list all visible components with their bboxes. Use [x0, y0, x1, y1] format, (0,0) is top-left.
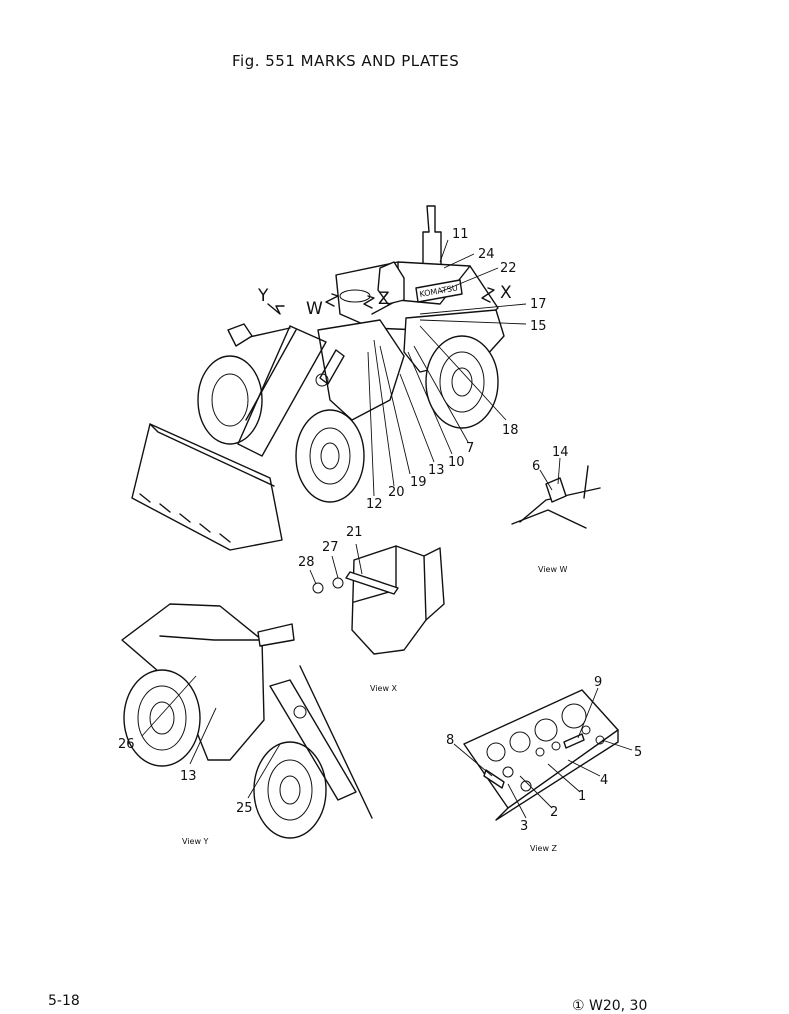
view-letter-x: X [500, 283, 512, 303]
view-w-caption: View W [538, 565, 568, 574]
callout-9: 9 [594, 675, 602, 690]
callout-19: 19 [410, 475, 427, 490]
callout-6: 6 [532, 459, 540, 474]
callout-26: 26 [118, 737, 135, 752]
callout-8: 8 [446, 733, 454, 748]
callout-7: 7 [466, 441, 474, 456]
view-w-detail [511, 457, 601, 529]
view-arrow-z [363, 295, 375, 309]
callout-14: 14 [552, 445, 569, 460]
view-letter-w: W [306, 299, 323, 319]
callout-22: 22 [500, 261, 517, 276]
view-y-caption: View Y [182, 837, 209, 846]
callout-28: 28 [298, 555, 315, 570]
callout-15: 15 [530, 319, 547, 334]
callout-21: 21 [346, 525, 363, 540]
callout-13: 13 [428, 463, 445, 478]
view-arrow-y [267, 303, 285, 315]
callout-5: 5 [634, 745, 642, 760]
callout-1: 1 [578, 789, 586, 804]
callout-20: 20 [388, 485, 405, 500]
view-arrow-w [325, 293, 339, 307]
callout-18: 18 [502, 423, 519, 438]
callout-13-y: 13 [180, 769, 197, 784]
callout-12: 12 [366, 497, 383, 512]
view-z-detail [453, 687, 633, 821]
callout-27: 27 [322, 540, 339, 555]
view-letter-z: Z [378, 289, 390, 309]
wheel-loader-main: KOMATSU [131, 205, 505, 551]
figure-title: Fig. 551 MARKS AND PLATES [232, 52, 459, 70]
callout-4: 4 [600, 773, 608, 788]
callout-17: 17 [530, 297, 547, 312]
view-x-caption: View X [370, 684, 398, 693]
page-number: 5-18 [48, 993, 80, 1009]
callout-25: 25 [236, 801, 253, 816]
view-letter-y: Y [257, 286, 269, 306]
view-y-detail [121, 603, 373, 839]
callout-3: 3 [520, 819, 528, 834]
callout-2: 2 [550, 805, 558, 820]
main-leader-lines [367, 239, 527, 497]
view-x-detail [309, 543, 445, 655]
callout-11: 11 [452, 227, 469, 242]
model-reference: ① W20, 30 [572, 998, 647, 1014]
view-z-caption: View Z [530, 844, 558, 853]
callout-24: 24 [478, 247, 495, 262]
callout-10: 10 [448, 455, 465, 470]
view-arrow-x [481, 287, 495, 303]
